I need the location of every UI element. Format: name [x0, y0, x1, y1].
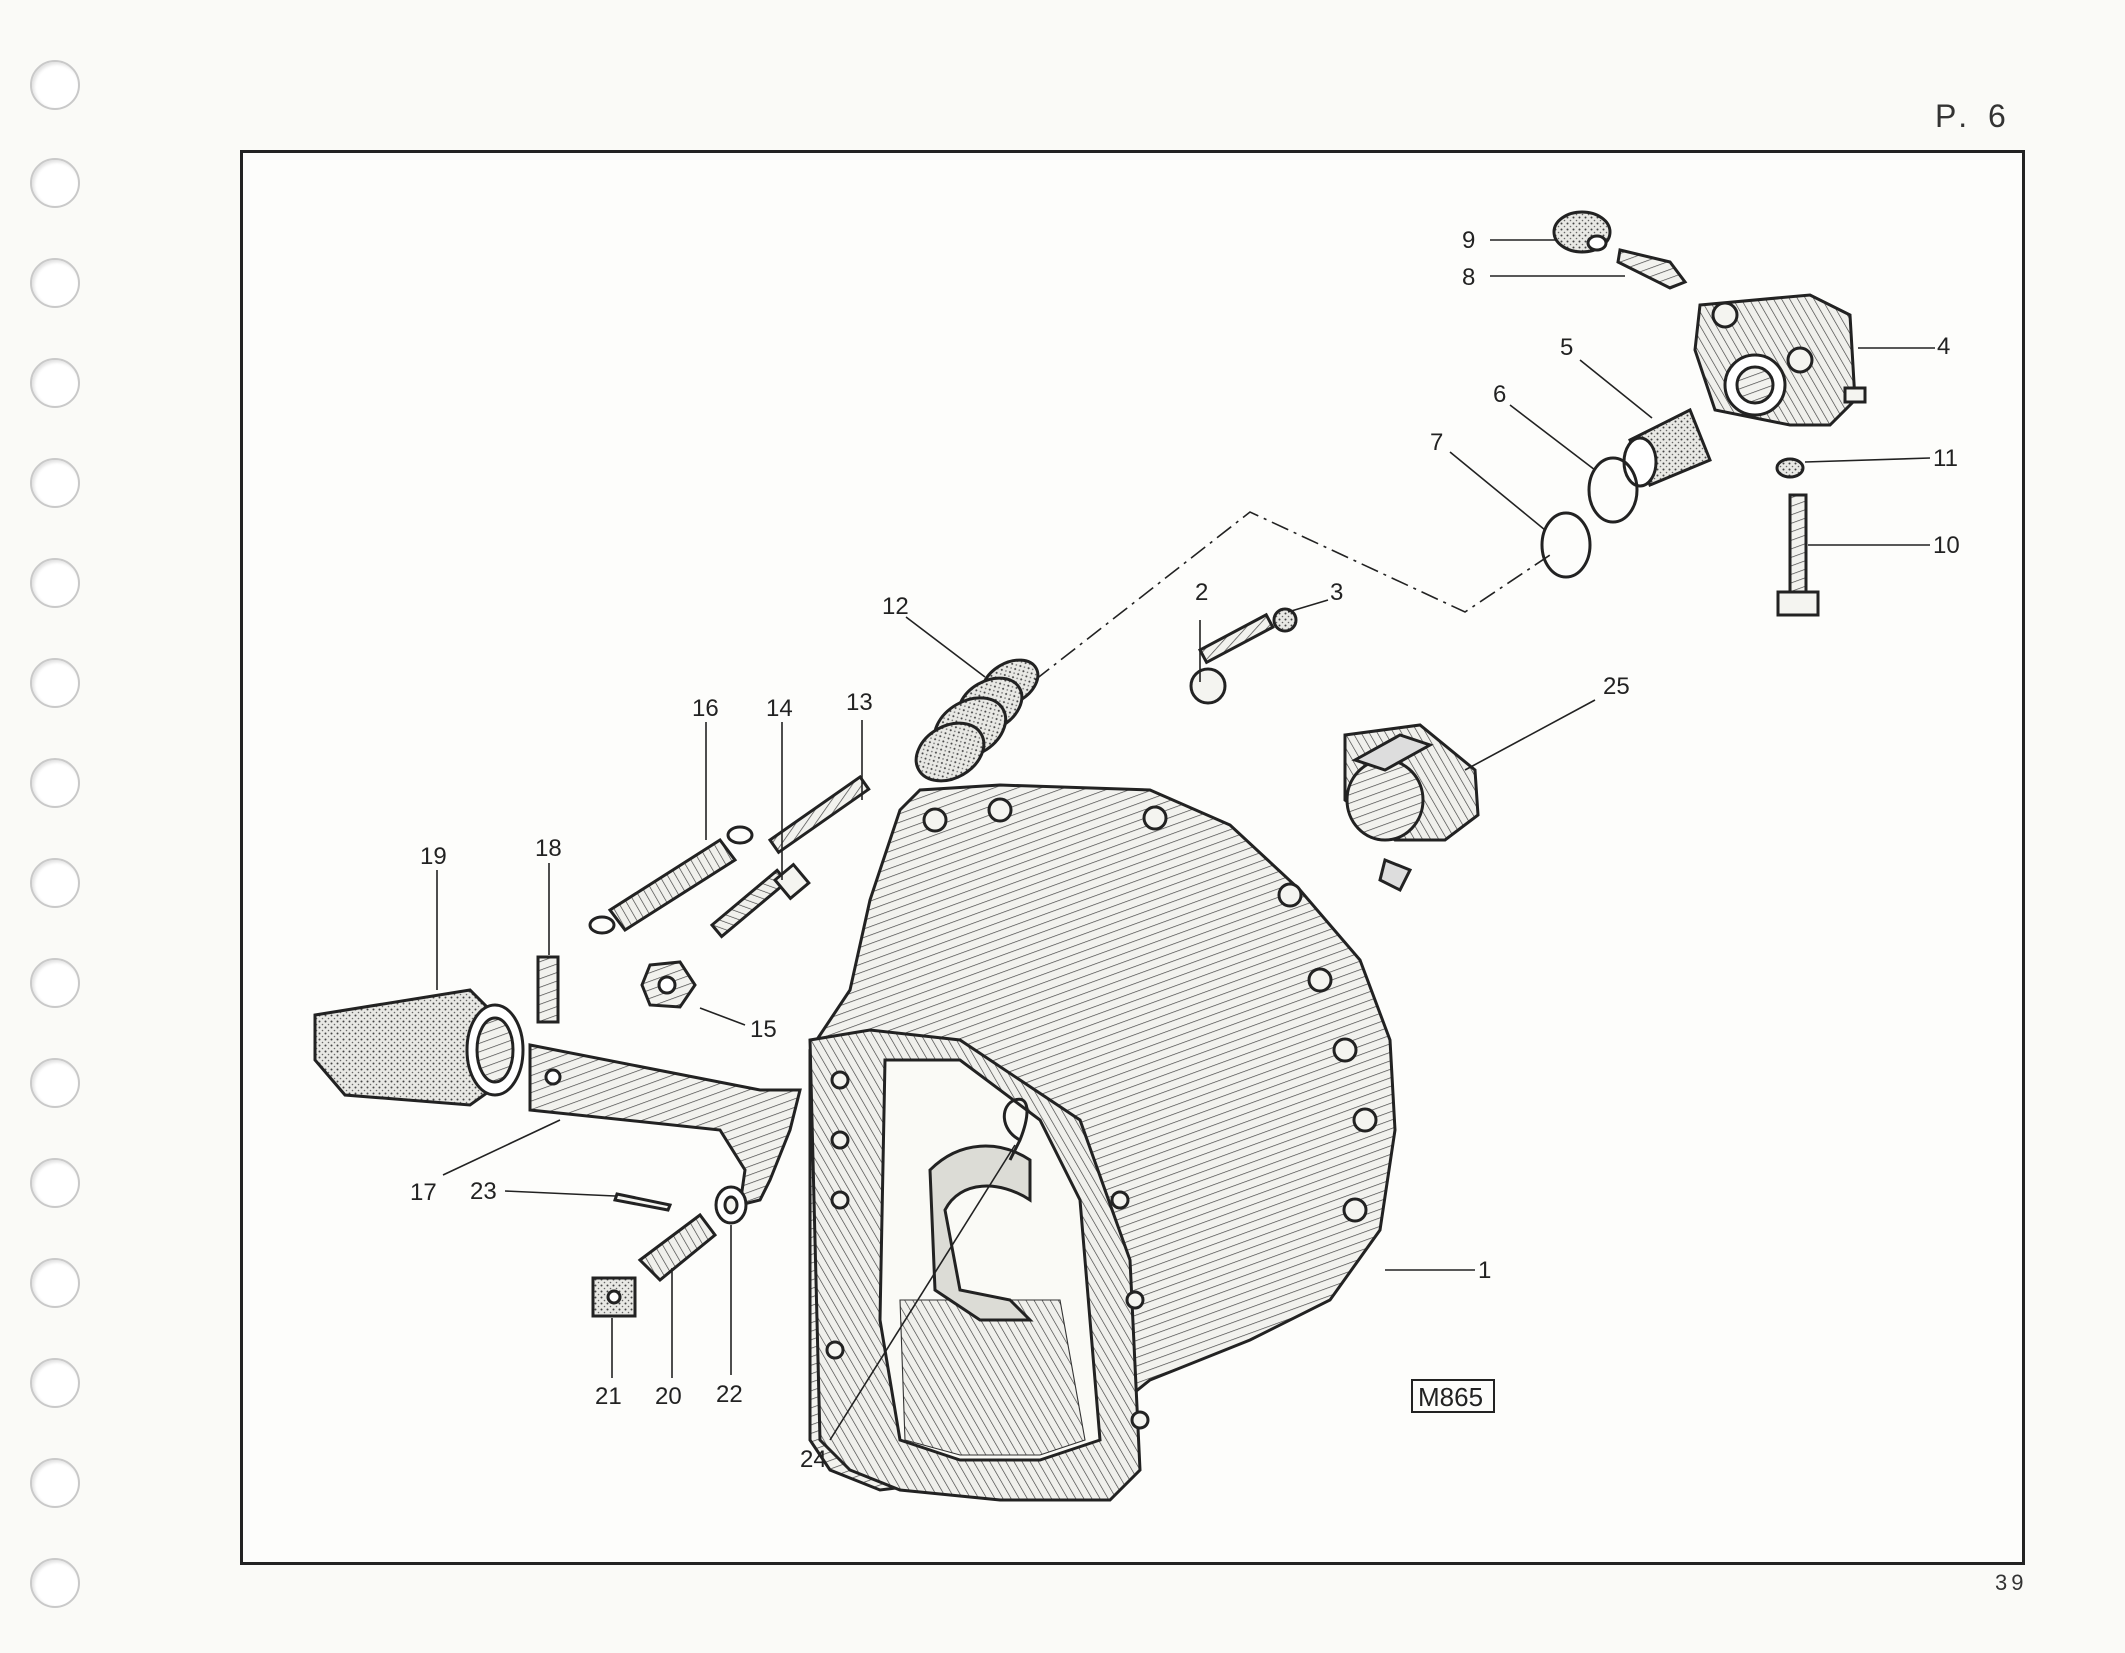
- callout-3: 3: [1330, 579, 1343, 606]
- callout-18: 18: [535, 835, 562, 862]
- callout-1: 1: [1478, 1257, 1491, 1284]
- punch-hole: [30, 958, 80, 1008]
- clutch-arm-part-17: [528, 1043, 802, 1207]
- rubber-boot-part-12: [914, 658, 1040, 783]
- punch-hole: [30, 658, 80, 708]
- punch-hole: [30, 258, 80, 308]
- ring-part-7: [1540, 511, 1592, 579]
- long-bolt-part-10: [1776, 493, 1820, 617]
- punch-hole: [30, 858, 80, 908]
- page-number: 39: [1995, 1570, 2028, 1595]
- bolt-part-2: [1189, 612, 1275, 705]
- binder-punch-holes: [0, 0, 110, 1653]
- pin-part-13: [767, 774, 871, 855]
- cotter-pin-part-23: [613, 1192, 673, 1212]
- plate-part-21: [591, 1276, 637, 1318]
- callout-12: 12: [882, 593, 909, 620]
- callout-8: 8: [1462, 264, 1475, 291]
- figure-reference-box: M865: [1411, 1379, 1495, 1413]
- callout-25: 25: [1603, 673, 1630, 700]
- callout-4: 4: [1937, 333, 1950, 360]
- punch-hole: [30, 1458, 80, 1508]
- callout-7: 7: [1430, 429, 1443, 456]
- callout-24: 24: [800, 1446, 827, 1473]
- callout-21: 21: [595, 1383, 622, 1410]
- assembly-centre-line: [1034, 511, 1551, 681]
- nut-part-15: [640, 960, 697, 1009]
- punch-hole: [30, 158, 80, 208]
- callout-22: 22: [716, 1381, 743, 1408]
- spring-clip-part-24: [1002, 1097, 1029, 1161]
- callout-2: 2: [1195, 579, 1208, 606]
- release-bearing-part-25: [1343, 723, 1480, 893]
- callout-19: 19: [420, 843, 447, 870]
- callout-16: 16: [692, 695, 719, 722]
- callout-5: 5: [1560, 334, 1573, 361]
- adjuster-part-20: [637, 1212, 718, 1283]
- washer-part-22: [714, 1185, 748, 1225]
- punch-hole: [30, 1358, 80, 1408]
- cap-part-9: [1552, 210, 1612, 254]
- ring-part-6: [1587, 456, 1639, 524]
- nipple-part-8: [1616, 248, 1688, 290]
- callout-17: 17: [410, 1179, 437, 1206]
- callout-20: 20: [655, 1383, 682, 1410]
- washer-part-11: [1775, 457, 1805, 479]
- punch-hole: [30, 558, 80, 608]
- callout-14: 14: [766, 695, 793, 722]
- callout-15: 15: [750, 1016, 777, 1043]
- punch-hole: [30, 1058, 80, 1108]
- pin-part-18: [536, 955, 560, 1024]
- callout-11: 11: [1933, 445, 1958, 472]
- callout-10: 10: [1933, 532, 1960, 559]
- callouts: 1 2 3 4 5 6 7 8 9 10 11 12 13 14 15 16 1: [410, 227, 1960, 1473]
- rubber-boot-part-19: [313, 988, 525, 1107]
- callout-6: 6: [1493, 381, 1506, 408]
- punch-hole: [30, 1258, 80, 1308]
- figure-reference: M865: [1418, 1382, 1483, 1412]
- punch-hole: [30, 1158, 80, 1208]
- punch-hole: [30, 358, 80, 408]
- page-reference: P. 6: [1935, 98, 2012, 134]
- punch-hole: [30, 758, 80, 808]
- bush-part-5: [1622, 407, 1712, 488]
- punch-hole: [30, 60, 80, 110]
- bracket-part-4: [1693, 293, 1867, 427]
- callout-13: 13: [846, 689, 873, 716]
- callout-23: 23: [470, 1178, 497, 1205]
- callout-9: 9: [1462, 227, 1475, 254]
- spring-part-16: [588, 825, 754, 935]
- bell-housing: [808, 783, 1397, 1502]
- lock-washer-part-3: [1272, 607, 1298, 633]
- threaded-rod-part-14: [709, 862, 811, 939]
- punch-hole: [30, 1558, 80, 1608]
- punch-hole: [30, 458, 80, 508]
